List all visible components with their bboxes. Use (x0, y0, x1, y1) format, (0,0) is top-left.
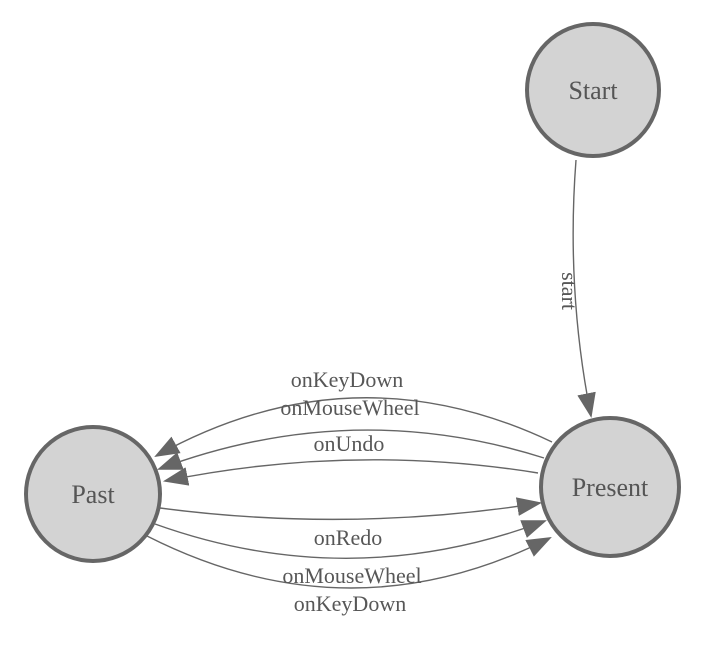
node-group: Start Present Past (24, 22, 681, 563)
node-present-circle[interactable] (539, 416, 681, 558)
node-present: Present (539, 416, 681, 558)
edge-label-onredo: onRedo (314, 525, 382, 550)
edge-present-to-past-onkeydown (154, 397, 553, 458)
edge-label-start: start (557, 272, 582, 310)
edge-past-to-present-onmousewheel (154, 520, 547, 559)
node-present-label: Present (572, 473, 649, 502)
edge-label-onkeydown-bottom: onKeyDown (294, 591, 406, 616)
edge-present-to-past-onundo (162, 459, 539, 486)
edge-label-onmousewheel-top: onMouseWheel (280, 395, 419, 420)
edge-present-to-past-onmousewheel (157, 429, 545, 470)
edge-label-onmousewheel-bottom: onMouseWheel (282, 563, 421, 588)
node-start-circle[interactable] (525, 22, 661, 158)
edge-group (146, 159, 596, 589)
edge-past-to-present-onredo (159, 497, 543, 521)
node-start-label: Start (568, 76, 618, 105)
node-start: Start (525, 22, 661, 158)
node-past-label: Past (71, 480, 115, 509)
edge-start-to-present (572, 159, 596, 419)
edge-label-onundo: onUndo (314, 431, 385, 456)
edge-past-to-present-onkeydown (146, 535, 552, 589)
edge-label-onkeydown-top: onKeyDown (291, 367, 403, 392)
node-past: Past (24, 425, 162, 563)
edge-label-group: start onKeyDown onMouseWheel onUndo onRe… (280, 272, 582, 616)
node-past-circle[interactable] (24, 425, 162, 563)
